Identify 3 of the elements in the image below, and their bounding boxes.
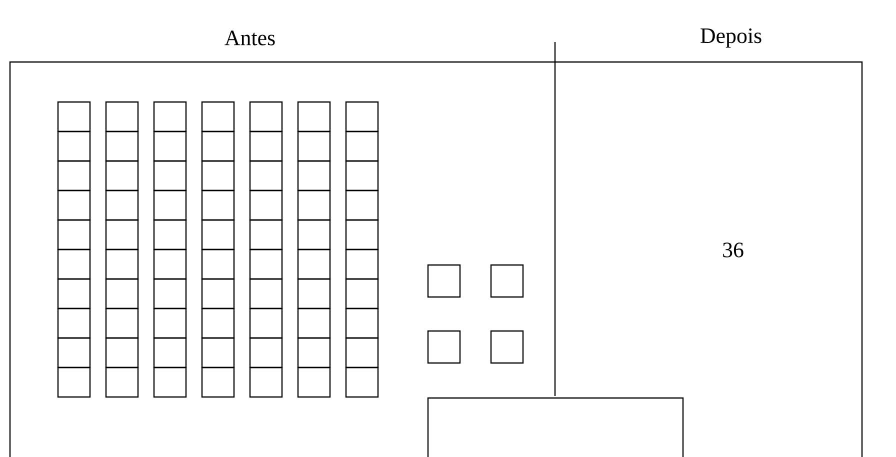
- label: 36: [723, 242, 744, 258]
- label: Depois: [700, 28, 762, 48]
- label: Antes: [224, 30, 275, 46]
